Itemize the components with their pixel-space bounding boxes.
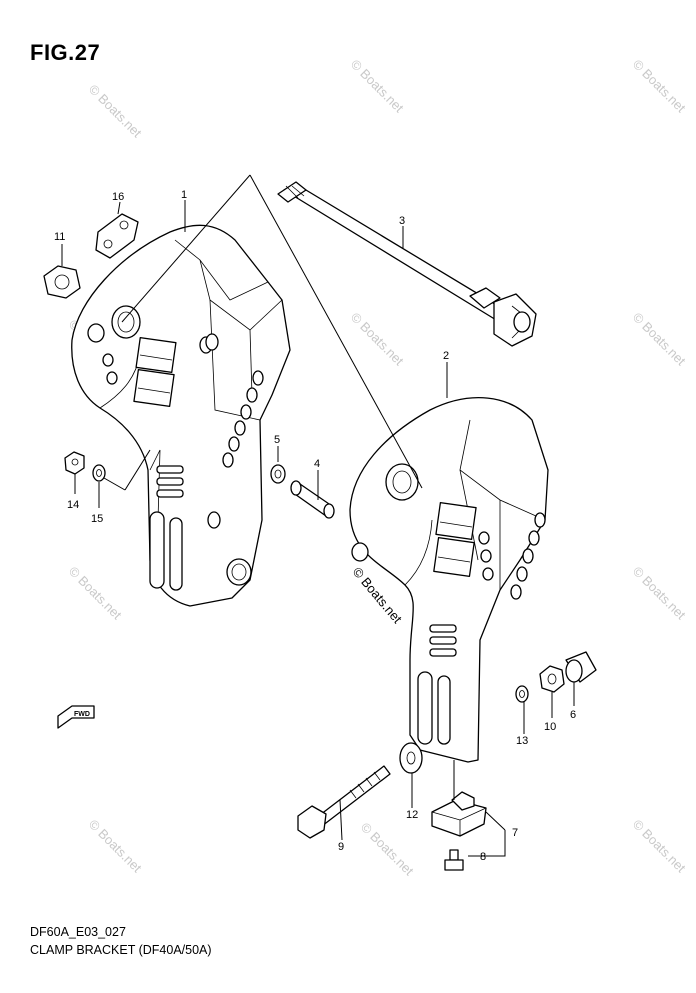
callout-5: 5 (274, 434, 280, 446)
watermark: © Boats.net (86, 82, 145, 141)
watermark: © Boats.net (86, 817, 145, 876)
callout-numbers: 1 2 3 4 5 6 7 8 9 10 11 12 13 14 15 16 (54, 189, 576, 863)
bolt-8 (444, 849, 464, 871)
fwd-label: FWD (74, 711, 90, 718)
pin-4 (290, 480, 335, 519)
washer-12 (399, 742, 423, 774)
nut-11 (43, 265, 81, 299)
watermark: © Boats.net (630, 564, 689, 623)
callout-11: 11 (54, 231, 65, 243)
washer-5 (270, 464, 286, 484)
callout-3: 3 (399, 215, 405, 227)
callout-1: 1 (181, 189, 187, 201)
figure-title: FIG.27 (30, 40, 101, 65)
callout-12: 12 (406, 809, 418, 821)
washer-15 (92, 464, 106, 482)
callout-9: 9 (338, 841, 344, 853)
callout-13: 13 (516, 735, 528, 747)
nut-10 (539, 665, 565, 693)
callout-4: 4 (314, 458, 320, 470)
callout-16: 16 (112, 191, 124, 203)
watermark: © Boats.net (358, 820, 417, 879)
callout-10: 10 (544, 721, 556, 733)
callout-14: 14 (67, 499, 79, 511)
washer-13 (515, 685, 529, 703)
clamp-bracket-right (349, 397, 549, 763)
leader-lines (103, 174, 423, 491)
callout-6: 6 (570, 709, 576, 721)
anode-plate (95, 213, 139, 259)
figure-code: DF60A_E03_027 (30, 925, 126, 939)
figure-name: CLAMP BRACKET (DF40A/50A) (30, 943, 212, 957)
block-7 (431, 791, 487, 837)
watermark: © Boats.net (348, 310, 407, 369)
fwd-arrow-icon: FWD (57, 705, 95, 729)
callout-7: 7 (512, 827, 518, 839)
callout-15: 15 (91, 513, 103, 525)
watermark: © Boats.net (630, 57, 689, 116)
nut-14 (64, 451, 85, 475)
callout-leaders (61, 200, 575, 857)
watermark: © Boats.net (630, 310, 689, 369)
tilt-shaft (277, 181, 537, 347)
callout-2: 2 (443, 350, 449, 362)
watermark: © Boats.net (630, 817, 689, 876)
bolt-9 (297, 765, 391, 839)
watermark: © Boats.net (348, 57, 407, 116)
bushing-6 (565, 651, 597, 683)
watermark: © Boats.net (66, 564, 125, 623)
callout-8: 8 (480, 851, 486, 863)
clamp-bracket-left (71, 224, 291, 607)
